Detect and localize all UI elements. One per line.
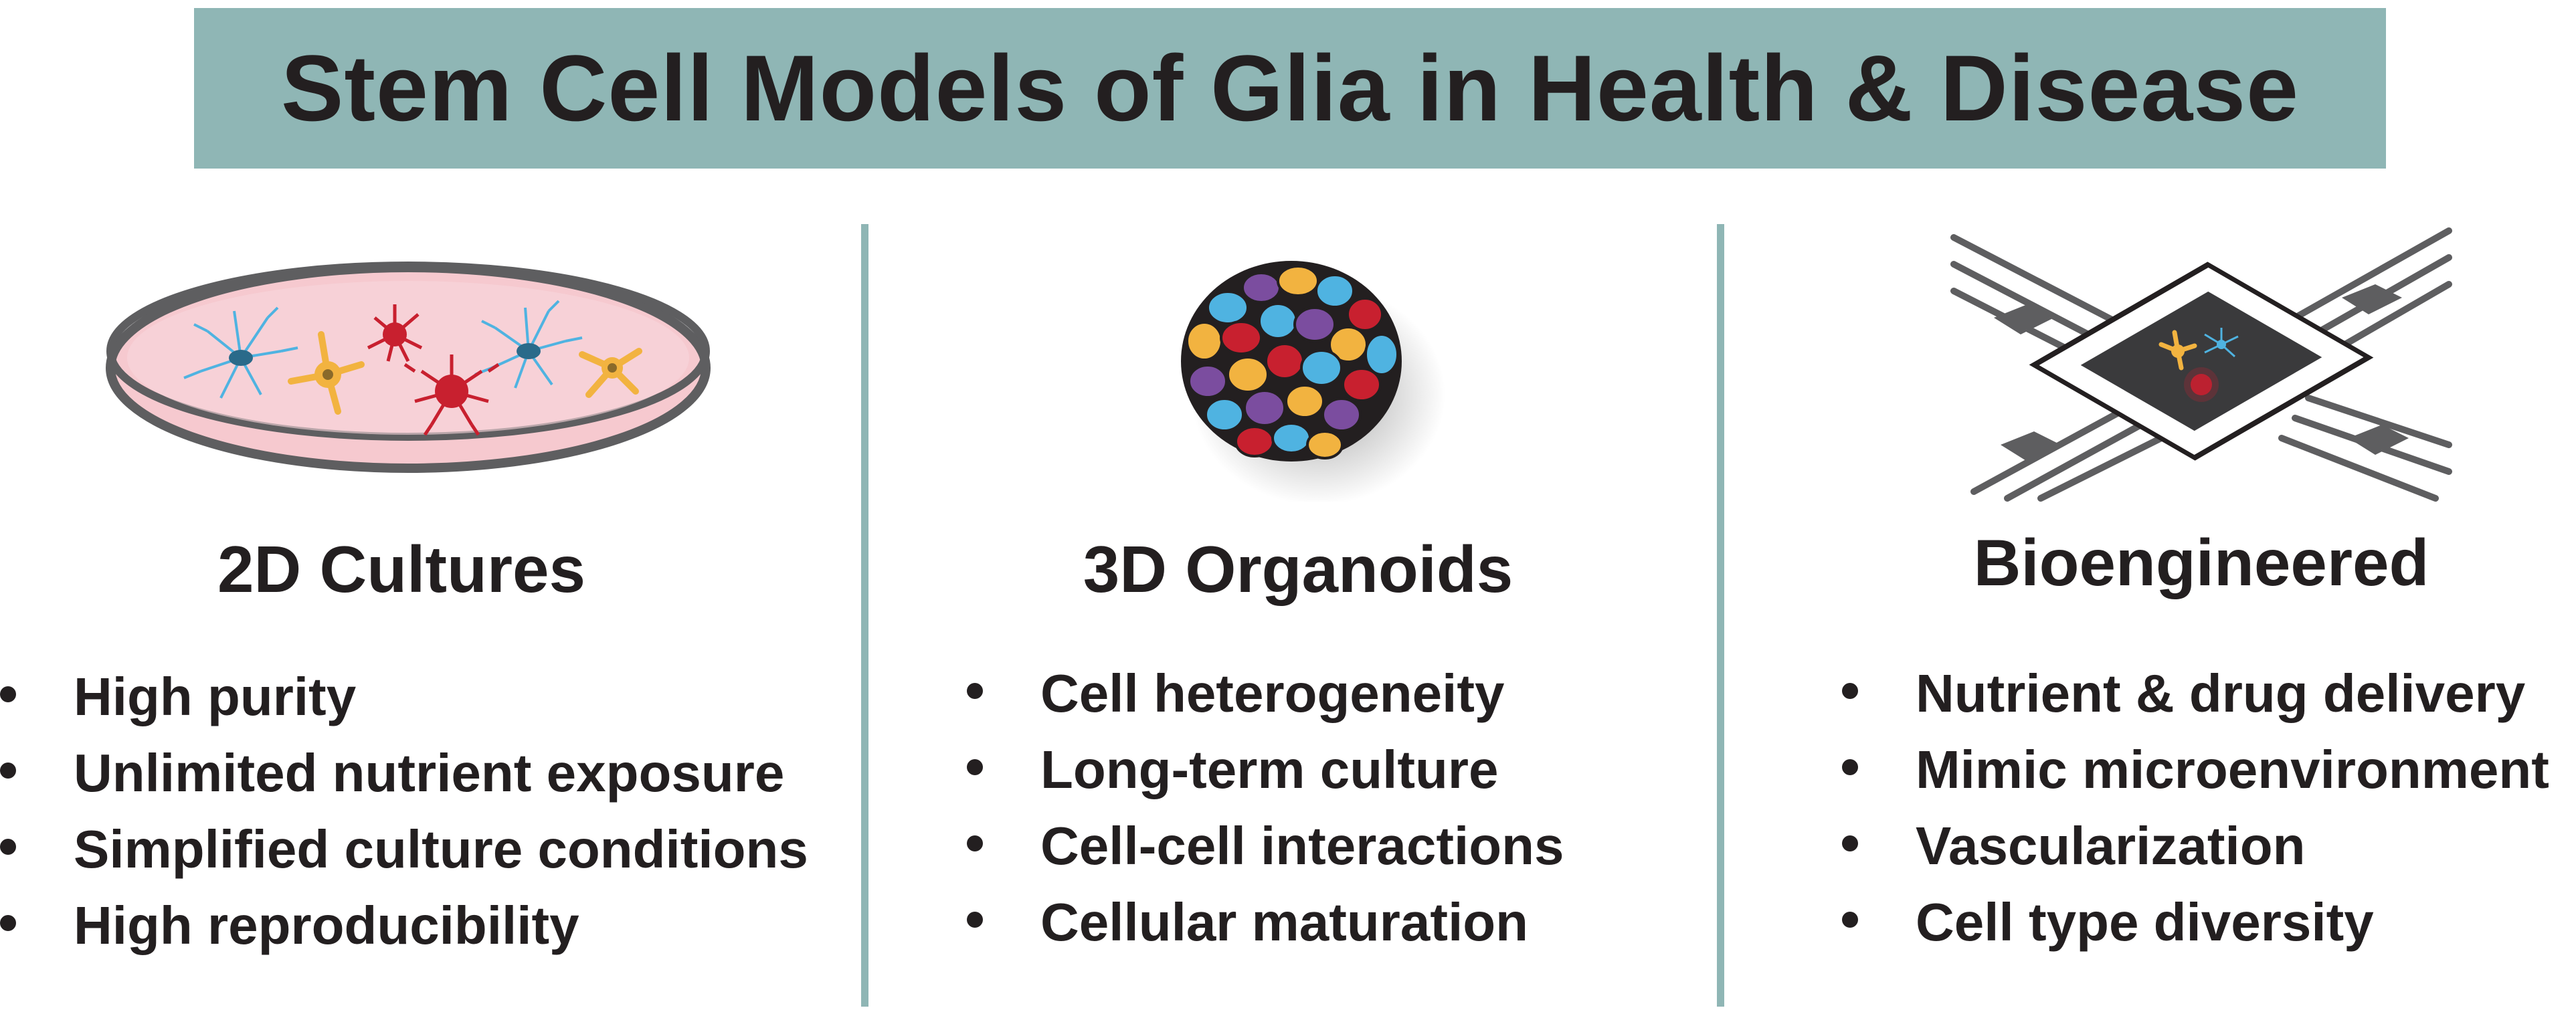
bullet-list-3d-organoids: Cell heterogeneity Long-term culture Cel… [967,655,1564,960]
petri-dish-icon [100,258,716,478]
bullet-dot-icon [1842,912,1858,928]
list-item: Long-term culture [967,732,1564,808]
organoid-icon [1147,234,1449,505]
glia-cell-blue-icon [183,306,298,399]
bullet-dot-icon [0,763,16,779]
diagram-title: Stem Cell Models of Glia in Health & Dis… [281,35,2299,140]
list-item: High reproducibility [0,888,808,964]
bullet-dot-icon [1842,835,1858,851]
list-item: Cell-cell interactions [967,808,1564,884]
list-item: Cell type diversity [1842,884,2549,960]
bullet-dot-icon [967,683,983,699]
panel-heading-2d-cultures: 2D Cultures [217,532,585,606]
list-item: Nutrient & drug delivery [1842,655,2549,732]
panel-heading-3d-organoids: 3D Organoids [1083,532,1513,606]
bullet-dot-icon [1842,683,1858,699]
list-item: Vascularization [1842,808,2549,884]
bullet-dot-icon [967,835,983,851]
bullet-dot-icon [0,839,16,855]
list-item: High purity [0,659,808,735]
divider-right [1717,224,1724,1007]
bullet-dot-icon [0,686,16,702]
list-item: Unlimited nutrient exposure [0,735,808,811]
microfluidic-chip-icon [1947,224,2456,505]
list-item: Cellular maturation [967,884,1564,960]
bullet-dot-icon [1842,759,1858,775]
list-item: Mimic microenvironment [1842,732,2549,808]
panel-heading-bioengineered: Bioengineered [1973,526,2429,599]
bullet-dot-icon [0,915,16,931]
bullet-dot-icon [967,912,983,928]
title-banner: Stem Cell Models of Glia in Health & Dis… [194,8,2386,169]
list-item: Cell heterogeneity [967,655,1564,732]
bullet-list-bioengineered: Nutrient & drug delivery Mimic microenvi… [1842,655,2549,960]
divider-left [861,224,868,1007]
bullet-list-2d-cultures: High purity Unlimited nutrient exposure … [0,659,808,964]
bullet-dot-icon [967,759,983,775]
list-item: Simplified culture conditions [0,811,808,888]
